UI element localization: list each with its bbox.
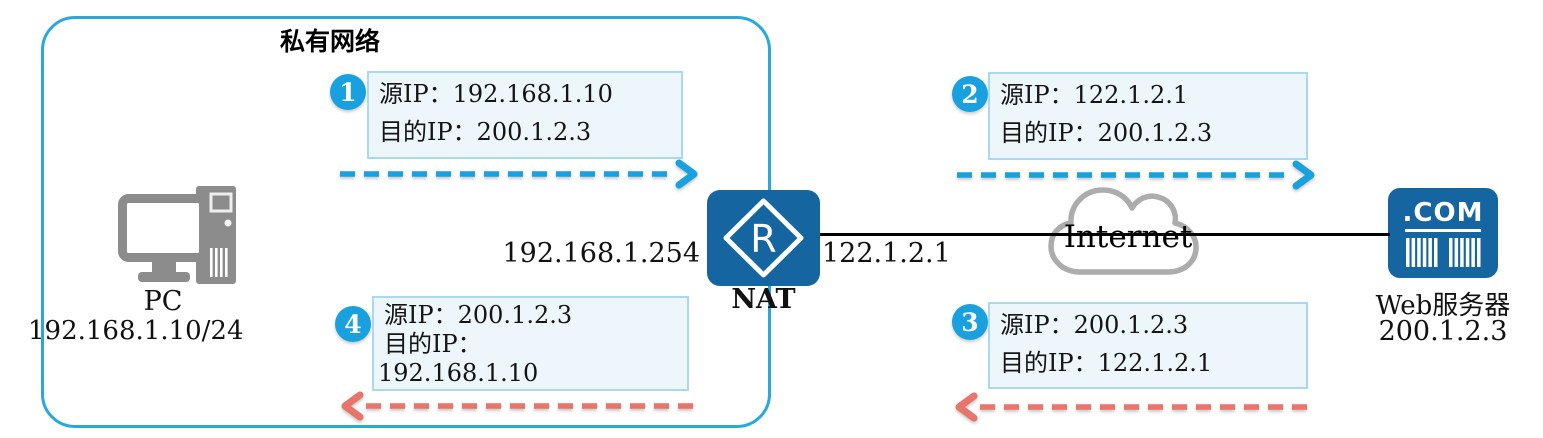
pc-monitor [118,194,208,262]
packet-1-arrow-right-icon [340,159,698,189]
internet-label: Internet [1063,219,1193,255]
packet-2-source-ip: 源IP：122.1.2.1 [1000,81,1189,109]
packet-3-source-ip: 源IP：200.1.2.3 [1000,311,1189,339]
nat-outside-ip-label: 122.1.2.1 [822,238,951,269]
packet-3-badge: 3 [952,304,988,340]
packet-1-box: 源IP：192.168.1.10 目的IP：200.1.2.3 [367,71,683,159]
packet-2-box: 源IP：122.1.2.1 目的IP：200.1.2.3 [988,72,1308,160]
packet-4-badge: 4 [335,306,371,342]
wan-link-line [820,233,1390,236]
router-letter: R [750,217,776,261]
server-divider [1405,229,1481,232]
web-server-icon: .COM [1388,188,1498,278]
packet-2-dest-ip: 目的IP：200.1.2.3 [1000,119,1213,147]
router-diamond [723,198,804,278]
web-server-ip-label: 200.1.2.3 [1378,316,1508,347]
packet-4-dest-ip-value: 192.168.1.10 [378,359,539,387]
web-server-label: Web服务器 [1375,291,1511,321]
packet-3-dest-ip: 目的IP：122.1.2.1 [1000,349,1213,377]
router-body [707,190,820,286]
nat-label: NAT [731,284,796,315]
server-body [1388,188,1498,278]
packet-3-box: 源IP：200.1.2.3 目的IP：122.1.2.1 [988,302,1308,389]
pc-icon [118,186,236,284]
private-network-label: 私有网络 [280,27,381,56]
packet-3-arrow-left-icon [955,392,1315,422]
server-com-text: .COM [1403,198,1484,228]
pc-ip-label: 192.168.1.10/24 [28,316,244,346]
packet-2-badge: 2 [952,76,988,112]
pc-tower-vents [210,248,228,277]
server-barcode [1406,238,1481,267]
pc-tower-panel [209,192,233,213]
packet-1-badge: 1 [330,74,366,110]
pc-stand [152,260,176,272]
pc-base [138,272,190,282]
pc-label: PC [143,286,183,317]
packet-4-dest-ip-label: 目的IP： [384,330,482,358]
packet-4-box: 源IP：200.1.2.3 目的IP： 192.168.1.10 [372,296,689,391]
packet-2-arrow-right-icon [957,160,1315,190]
nat-inside-ip-label: 192.168.1.254 [502,238,700,269]
packet-4-arrow-left-icon [341,391,701,421]
pc-tower-button [224,219,232,227]
nat-router-icon: R [707,190,820,286]
packet-1-dest-ip: 目的IP：200.1.2.3 [379,118,592,146]
packet-4-source-ip: 源IP：200.1.2.3 [384,301,573,329]
packet-1-source-ip: 源IP：192.168.1.10 [379,80,613,108]
